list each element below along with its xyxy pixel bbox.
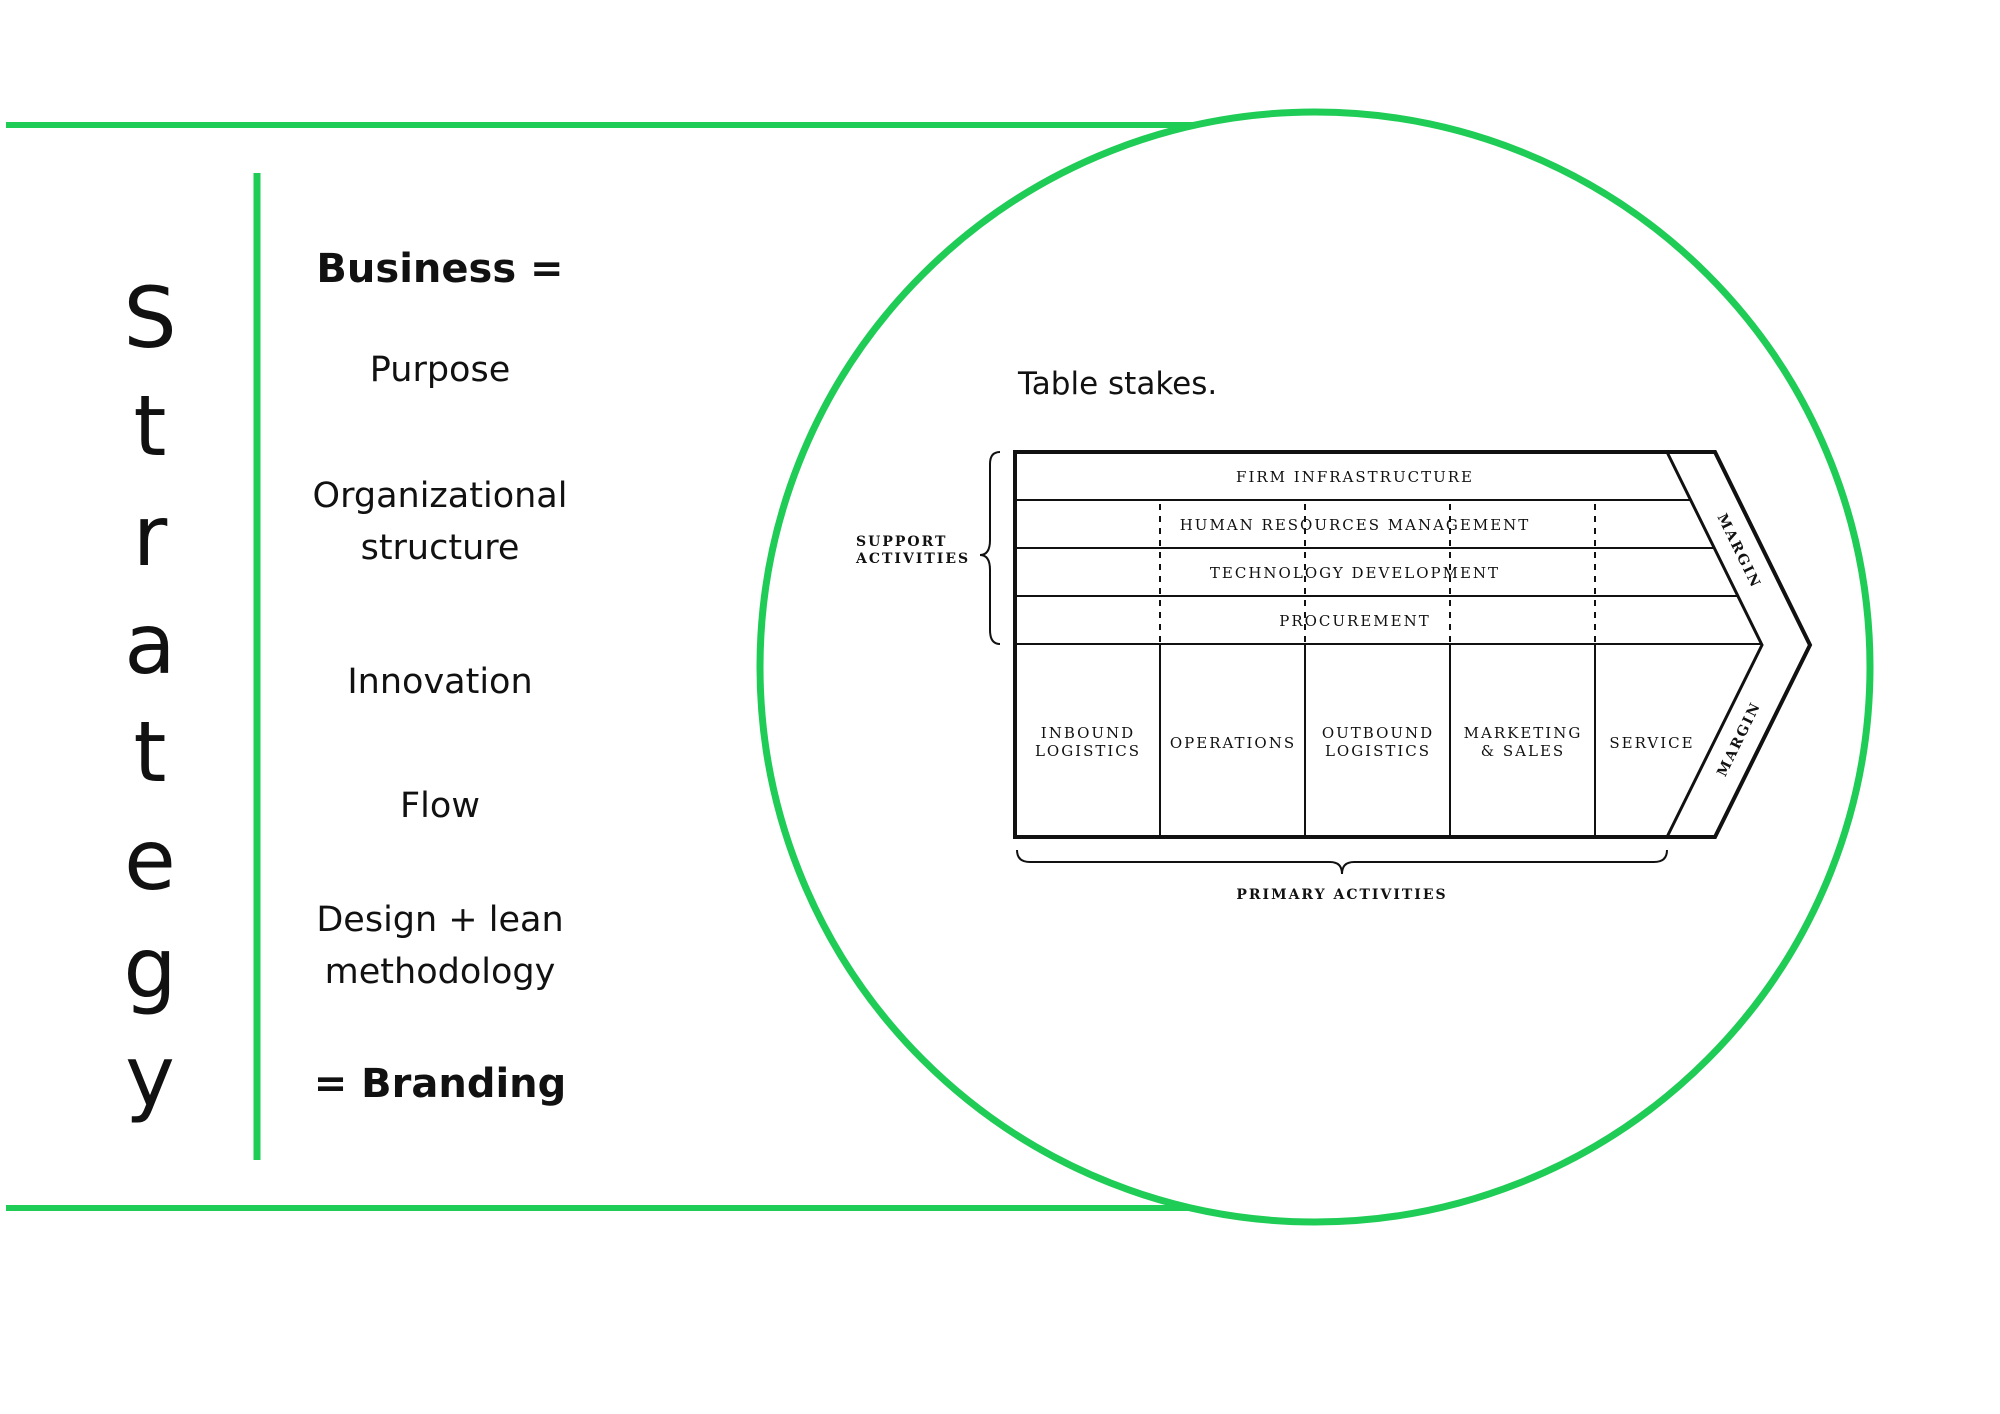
strategy-letter-e: e [124, 811, 176, 909]
primary-col-2-line1: OPERATIONS [1170, 734, 1296, 752]
business-heading: Business = [316, 246, 564, 292]
value-chain-outline [1013, 450, 1813, 839]
list-item-organizational-structure: Organizational structure [312, 476, 568, 568]
value-chain-diagram: SUPPORT ACTIVITIES FIRM INFRASTRUCTURE H… [855, 450, 1813, 903]
primary-col-1-line1: INBOUND [1041, 724, 1135, 742]
primary-col-3-line2: LOGISTICS [1325, 742, 1431, 760]
primary-col-4-line1: MARKETING [1464, 724, 1583, 742]
strategy-letter-t1: t [133, 377, 167, 475]
primary-activities-label: PRIMARY ACTIVITIES [1236, 887, 1447, 903]
strategy-letter-g: g [123, 919, 177, 1017]
support-row-firm-infrastructure: FIRM INFRASTRUCTURE [1236, 468, 1474, 486]
branding-footer: = Branding [313, 1061, 567, 1107]
primary-col-4-line2: & SALES [1481, 742, 1565, 760]
strategy-letter-r: r [132, 487, 168, 585]
list-item-purpose: Purpose [369, 350, 511, 390]
support-label-line2: ACTIVITIES [855, 551, 970, 567]
strategy-letter-y: y [125, 1027, 175, 1125]
support-row-procurement: PROCUREMENT [1279, 612, 1431, 630]
support-row-human-resources: HUMAN RESOURCES MANAGEMENT [1180, 516, 1531, 534]
list-item-innovation: Innovation [347, 662, 533, 702]
support-label-line1: SUPPORT [856, 534, 947, 550]
primary-col-3-line1: OUTBOUND [1322, 724, 1434, 742]
support-row-technology: TECHNOLOGY DEVELOPMENT [1210, 564, 1500, 582]
strategy-letter-t2: t [133, 703, 167, 801]
primary-brace [1016, 849, 1668, 875]
table-stakes-caption: Table stakes. [1018, 366, 1218, 402]
list-item-flow: Flow [400, 786, 480, 826]
strategy-letter-a: a [124, 595, 176, 693]
support-brace [979, 451, 1001, 645]
list-item-design-lean: Design + lean methodology [316, 900, 564, 992]
primary-col-5-line1: SERVICE [1609, 734, 1694, 752]
primary-col-1-line2: LOGISTICS [1035, 742, 1141, 760]
green-circle [756, 108, 1874, 1226]
strategy-letter-s: S [123, 269, 177, 367]
